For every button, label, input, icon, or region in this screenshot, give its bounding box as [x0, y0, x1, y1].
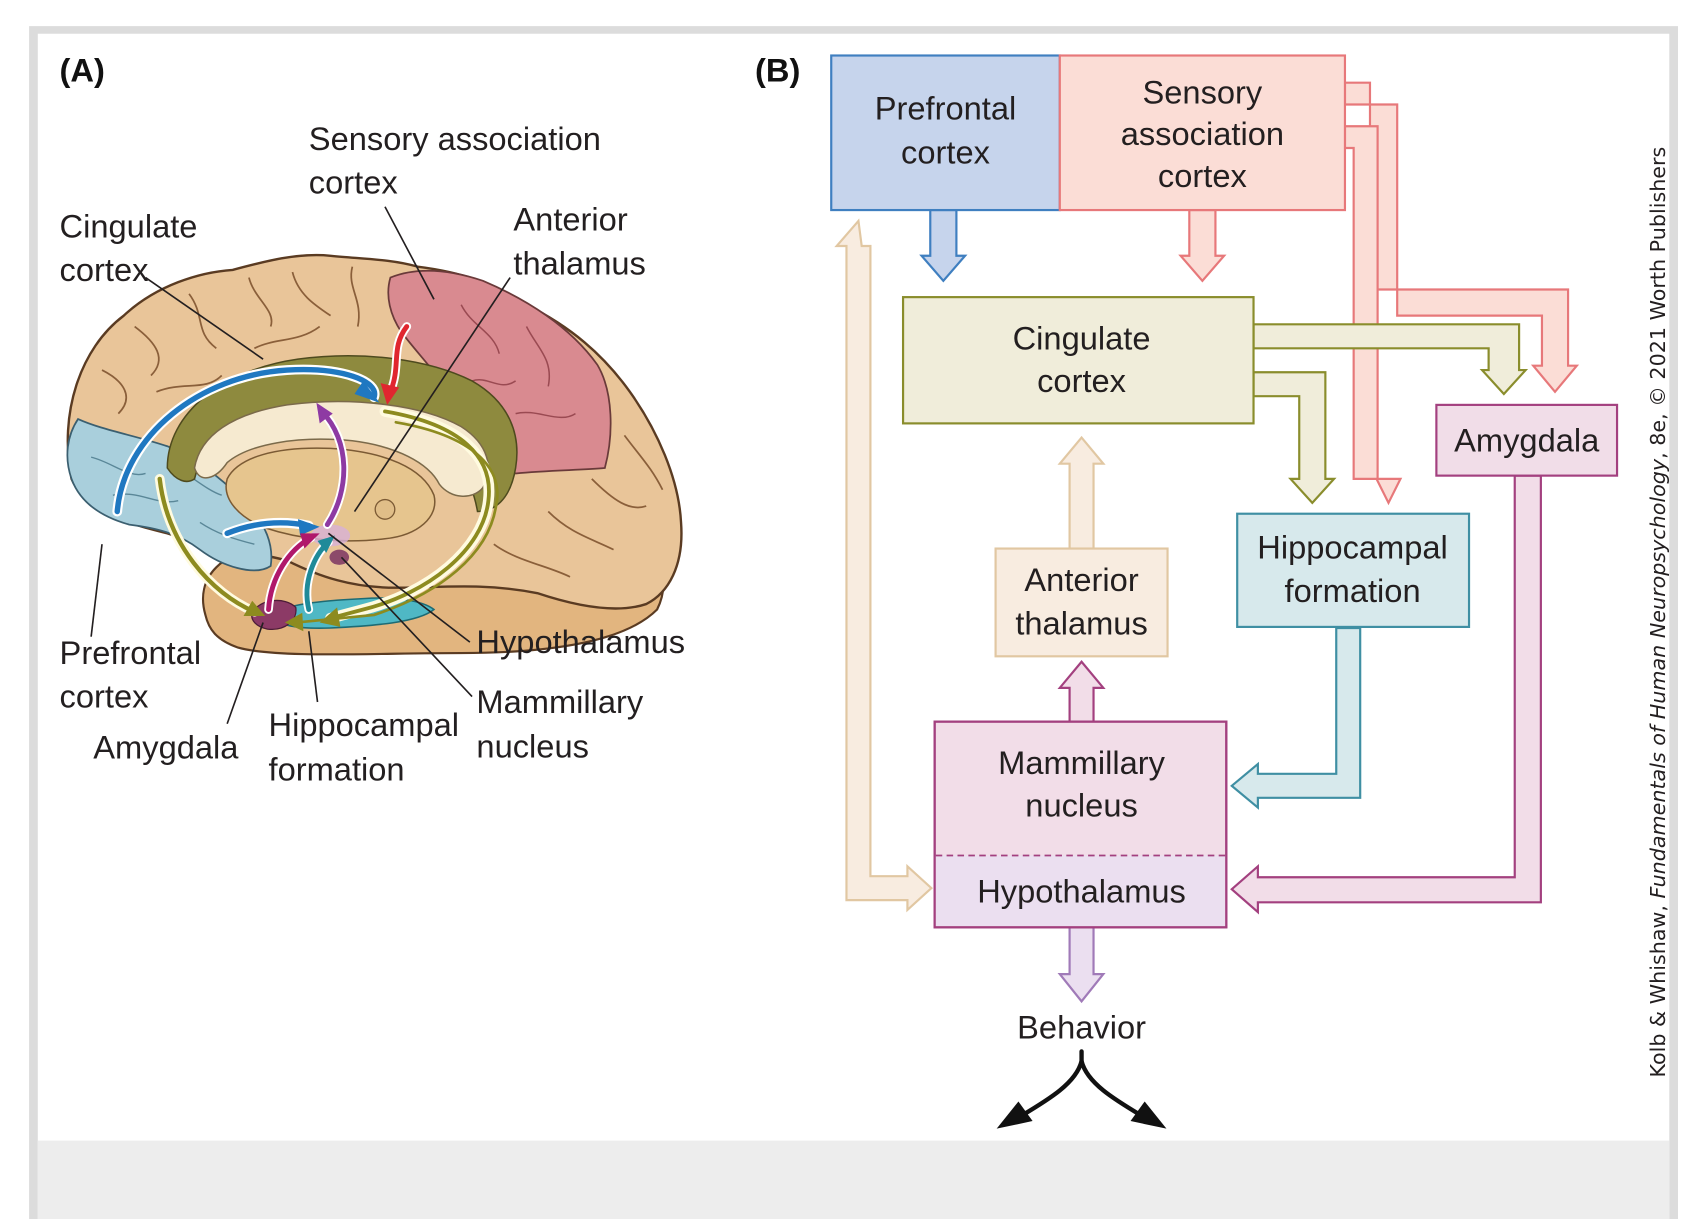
- node-label: Anterior: [1024, 561, 1138, 598]
- gyri-lines: [101, 266, 664, 578]
- pathway-arrows: [112, 322, 499, 632]
- arrowhead-left: [996, 1101, 1033, 1129]
- behavior-split-arrows: [996, 1049, 1167, 1129]
- arrowhead: [300, 533, 320, 549]
- copyright-credit: Kolb & Whishaw, Fundamentals of Human Ne…: [1646, 147, 1670, 1078]
- edge-sensory-to-amygdala: [1343, 81, 1580, 394]
- arrowhead: [317, 535, 335, 553]
- edge-sensory-to-cingulate: [1178, 208, 1227, 283]
- arrowhead: [297, 519, 320, 536]
- label-sensory-association-line2: cortex: [309, 164, 398, 201]
- node-cingulate-cortex: Cingulate cortex: [901, 296, 1255, 425]
- arrow-cingulate-to-amygdala: [157, 476, 257, 614]
- label-hypothalamus: Hypothalamus: [476, 623, 685, 660]
- node-label: Hypothalamus: [977, 872, 1186, 909]
- edge-amygdala-to-hypothalamus: [1230, 474, 1542, 915]
- label-cingulate-cortex-line2: cortex: [60, 251, 149, 288]
- node-label: association: [1121, 115, 1284, 152]
- label-mammillary-nucleus: Mammillary: [476, 683, 644, 720]
- node-amygdala: Amygdala: [1435, 403, 1619, 477]
- label-prefrontal-cortex-line2: cortex: [60, 677, 149, 714]
- node-label: thalamus: [1015, 605, 1147, 642]
- node-label: Sensory: [1142, 73, 1262, 110]
- node-label: Prefrontal: [875, 90, 1017, 127]
- behavior-arrow-right: [1079, 1059, 1144, 1118]
- node-mammillary-hypothalamus: Mammillary nucleus Hypothalamus: [933, 720, 1228, 929]
- credit-title: Fundamentals of Human Neuropsychology: [1646, 458, 1670, 898]
- edge-hippocampal-to-mammillary: [1230, 626, 1362, 810]
- node-label: cortex: [901, 133, 990, 170]
- node-label: Mammillary: [998, 744, 1166, 781]
- label-anterior-thalamus: Anterior: [513, 201, 627, 238]
- label-mammillary-nucleus-line2: nucleus: [476, 728, 589, 765]
- brain-illustration: [66, 206, 683, 725]
- caption-strip: [37, 1140, 1670, 1219]
- label-amygdala: Amygdala: [93, 729, 239, 766]
- sensory-association-region: [387, 269, 612, 475]
- edge-anterior-to-cingulate: [1057, 435, 1106, 550]
- credit-authors: Kolb & Whishaw,: [1646, 898, 1670, 1077]
- node-label: nucleus: [1025, 786, 1138, 823]
- node-anterior-thalamus: Anterior thalamus: [994, 547, 1169, 658]
- node-border: [933, 720, 1228, 929]
- flow-diagram: Prefrontal cortex Sensory association co…: [830, 54, 1619, 1129]
- node-label: Hippocampal: [1257, 528, 1448, 565]
- panel-a-label: (A): [60, 52, 105, 89]
- node-label: Amygdala: [1454, 422, 1600, 459]
- label-cingulate-cortex: Cingulate: [60, 207, 198, 244]
- label-prefrontal-cortex: Prefrontal: [60, 634, 202, 671]
- prefrontal-region: [66, 417, 273, 572]
- node-prefrontal-cortex: Prefrontal cortex: [830, 54, 1061, 212]
- arrowhead: [380, 383, 400, 405]
- arrowhead: [319, 607, 341, 627]
- edge-prefrontal-to-cingulate: [919, 208, 968, 283]
- label-sensory-association: Sensory association: [309, 120, 601, 157]
- edge-sensory-to-hippocampal: [1343, 125, 1403, 506]
- panel-a-labels: Sensory association cortex Cingulate cor…: [60, 120, 686, 787]
- arrow-thalamus-to-cingulate: [319, 408, 347, 528]
- node-hippocampal-formation: Hippocampal formation: [1236, 512, 1471, 629]
- arrow-sensory-to-cingulate: [387, 324, 410, 395]
- edge-cingulate-to-amygdala: [1252, 323, 1529, 396]
- panel-b-label: (B): [755, 52, 800, 89]
- edge-mammillary-to-anterior: [1057, 660, 1106, 724]
- label-anterior-thalamus-line2: thalamus: [513, 244, 645, 281]
- arrowhead: [284, 612, 304, 632]
- pineal-body: [374, 498, 396, 520]
- label-hippocampal-formation-line2: formation: [269, 750, 405, 787]
- arrowhead: [243, 600, 266, 617]
- label-hippocampal-formation: Hippocampal: [269, 706, 460, 743]
- sensory-gyri: [460, 304, 576, 419]
- edge-hypothalamus-to-behavior: [1057, 926, 1106, 1004]
- node-label: cortex: [1158, 157, 1247, 194]
- arrowhead: [354, 380, 380, 403]
- edge-prefrontal-hypothalamus: [834, 218, 933, 913]
- behavior-label: Behavior: [1017, 1008, 1146, 1045]
- credit-edition: , 8e, © 2021 Worth Publishers: [1646, 147, 1670, 459]
- edge-cingulate-to-hippocampal: [1252, 371, 1337, 505]
- arrowhead: [316, 402, 333, 424]
- arrowhead-right: [1130, 1101, 1167, 1129]
- leader-lines: [90, 206, 511, 725]
- node-sensory-association-cortex: Sensory association cortex: [1058, 54, 1347, 212]
- node-label: formation: [1285, 572, 1421, 609]
- node-label: cortex: [1037, 362, 1126, 399]
- node-hypothalamus: [935, 855, 1226, 927]
- node-label: Cingulate: [1013, 319, 1151, 356]
